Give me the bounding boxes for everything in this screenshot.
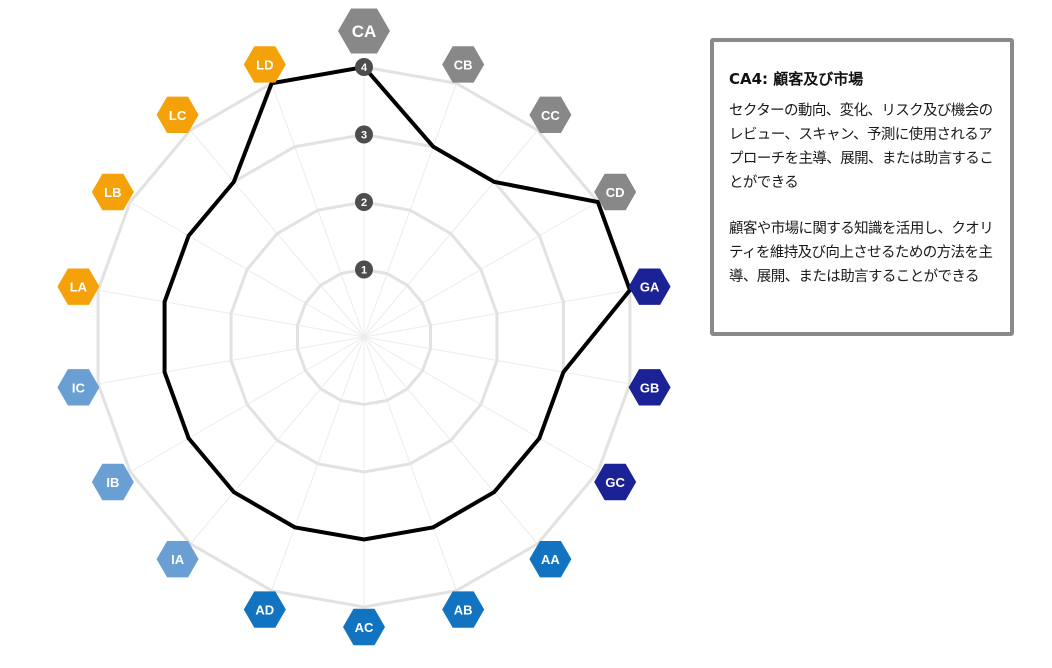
axis-label-text: CA xyxy=(352,22,377,41)
axis-label-text: AB xyxy=(454,603,473,618)
axis-label-ib[interactable]: IB xyxy=(91,463,134,501)
grid-ring-2 xyxy=(229,200,499,474)
hexagon-icon xyxy=(156,540,199,578)
axis-label-text: CC xyxy=(541,108,560,123)
info-paragraph-2: 顧客や市場に関する知識を活用し、クオリティを維持及び向上させるための方法を主導、… xyxy=(729,221,994,285)
axis-label-ca[interactable]: CA xyxy=(338,8,390,54)
axis-label-text: LC xyxy=(169,108,187,123)
axis-label-cc[interactable]: CC xyxy=(529,96,572,134)
axis-label-text: AD xyxy=(255,603,274,618)
hexagon-icon xyxy=(442,591,485,628)
radar-chart: 1 2 3 4 CA CB CC CD GA GB GC AA AB AC AD IA IB IC LA LB LC L… xyxy=(57,8,671,646)
axis-label-text: LB xyxy=(104,185,121,200)
ring-badge xyxy=(355,125,373,144)
axis-label-text: CB xyxy=(454,57,473,72)
axis-label-la[interactable]: LA xyxy=(57,268,100,305)
radar-grid xyxy=(96,65,632,609)
axis-label-ac[interactable]: AC xyxy=(343,608,385,646)
info-title: CA4: 顧客及び市場 xyxy=(729,70,864,88)
hexagon-icon xyxy=(343,608,385,646)
axis-label-gc[interactable]: GC xyxy=(594,463,637,501)
hexagon-icon xyxy=(338,8,390,54)
hexagon-icon xyxy=(628,369,671,406)
hexagon-icon xyxy=(529,540,572,578)
axis-label-text: CD xyxy=(606,185,625,200)
ring-label-text: 2 xyxy=(361,197,367,209)
axis-label-text: GC xyxy=(605,475,625,490)
axis-label-text: AA xyxy=(541,552,560,567)
axis-label-lb[interactable]: LB xyxy=(91,173,134,211)
axis-label-gb[interactable]: GB xyxy=(628,369,671,406)
info-panel: CA4: 顧客及び市場 セクターの動向、変化、リスク及び機会のレビュー、スキャン… xyxy=(710,38,1014,336)
hexagon-icon xyxy=(57,268,100,305)
radar-series xyxy=(162,64,633,542)
axis-label-ab[interactable]: AB xyxy=(442,591,485,628)
hexagon-icon xyxy=(594,173,637,211)
axis-label-text: GB xyxy=(640,380,660,395)
hexagon-icon xyxy=(156,96,199,134)
ring-label-text: 3 xyxy=(361,130,367,142)
ring-label-2: 2 xyxy=(355,193,373,211)
hexagon-icon xyxy=(91,463,134,501)
axis-label-aa[interactable]: AA xyxy=(529,540,572,578)
hexagon-icon xyxy=(442,46,485,83)
info-paragraph-1: セクターの動向、変化、リスク及び機会のレビュー、スキャン、予測に使用されるアプロ… xyxy=(729,103,994,191)
axis-labels: CA CB CC CD GA GB GC AA AB AC AD IA IB IC LA LB LC LD xyxy=(57,8,671,646)
ring-label-1: 1 xyxy=(355,260,373,279)
ring-label-3: 3 xyxy=(355,125,373,144)
axis-label-ad[interactable]: AD xyxy=(243,591,286,628)
hexagon-icon xyxy=(57,369,100,406)
axis-label-lc[interactable]: LC xyxy=(156,96,199,134)
grid-ring-1 xyxy=(296,267,432,407)
hexagon-icon xyxy=(594,463,637,501)
axis-label-text: IC xyxy=(72,380,86,395)
ring-label-text: 1 xyxy=(361,265,367,277)
axis-label-text: LA xyxy=(70,280,88,295)
hexagon-icon xyxy=(91,173,134,211)
axis-label-text: IB xyxy=(106,475,119,490)
axis-label-text: GA xyxy=(640,280,660,295)
hexagon-icon xyxy=(243,591,286,628)
hexagon-icon xyxy=(628,268,671,305)
axis-label-ia[interactable]: IA xyxy=(156,540,199,578)
ring-label-text: 4 xyxy=(361,62,368,74)
ring-badge xyxy=(355,260,373,279)
ring-badge xyxy=(355,193,373,211)
ring-labels: 1 2 3 4 xyxy=(355,58,373,279)
hexagon-icon xyxy=(529,96,572,134)
axis-label-cd[interactable]: CD xyxy=(594,173,637,211)
ring-badge xyxy=(355,58,373,76)
hexagon-icon xyxy=(243,46,286,83)
series-line xyxy=(162,64,633,542)
axis-label-text: IA xyxy=(171,552,185,567)
axis-label-ic[interactable]: IC xyxy=(57,369,100,406)
ring-label-4: 4 xyxy=(355,58,373,76)
axis-label-ld[interactable]: LD xyxy=(243,46,286,83)
axis-label-text: LD xyxy=(256,57,273,72)
axis-label-text: AC xyxy=(355,620,374,635)
axis-label-ga[interactable]: GA xyxy=(628,268,671,305)
axis-label-cb[interactable]: CB xyxy=(442,46,485,83)
